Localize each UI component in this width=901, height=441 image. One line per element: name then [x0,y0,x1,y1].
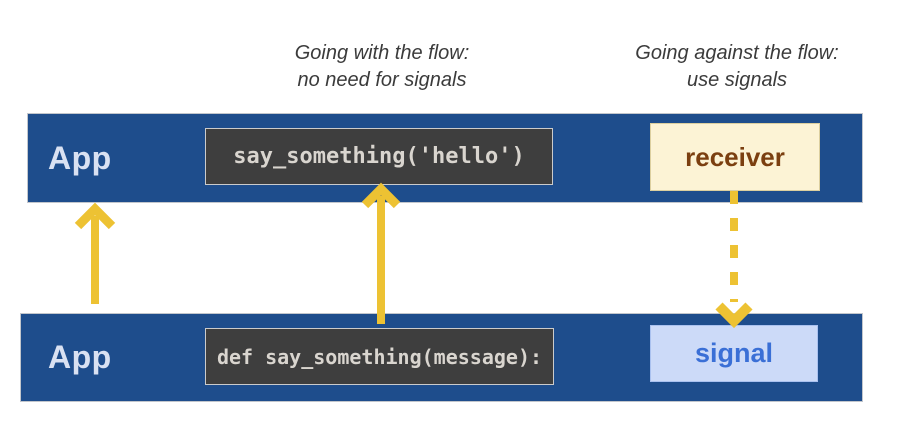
signal-box: signal [650,325,818,382]
receiver-box: receiver [650,123,820,191]
up-arrow-left [74,202,116,304]
column-header-against-flow: Going against the flow: use signals [585,40,889,94]
code-text-call: say_something('hello') [233,144,525,169]
header-line-1: Going with the flow: [294,42,470,64]
header-line-1: Going against the flow: [635,42,839,64]
code-box-function-call: say_something('hello') [205,128,553,185]
app-label-bottom: App [48,339,112,375]
header-line-2: no need for signals [297,69,467,91]
column-header-with-flow: Going with the flow: no need for signals [230,40,534,94]
header-line-2: use signals [686,69,788,91]
code-text-definition: def say_something(message): [216,344,543,369]
signal-label: signal [694,338,774,368]
up-arrow-middle [361,182,401,324]
code-box-function-definition: def say_something(message): [205,328,554,385]
app-label-top: App [48,140,112,176]
receiver-label: receiver [685,141,785,172]
dashed-down-arrow [715,191,753,329]
